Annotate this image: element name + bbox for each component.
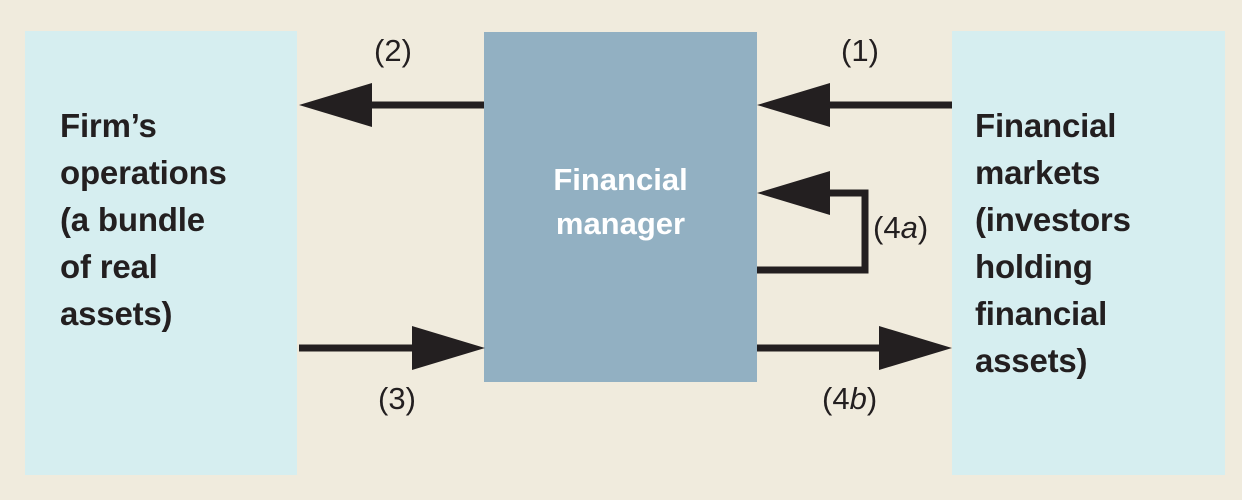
flow-arrow-1 — [757, 83, 952, 127]
flow-label-1-suffix: ) — [868, 33, 879, 68]
flow-label-3-suffix: ) — [405, 381, 416, 416]
flow-label-4b: (4b) — [822, 381, 877, 417]
flow-label-4b-suffix: ) — [866, 381, 878, 416]
flow-label-3: (3) — [378, 381, 416, 417]
flow-arrow-3 — [299, 326, 485, 370]
flow-label-1-prefix: (1 — [841, 33, 869, 68]
flow-label-4a-suffix: ) — [917, 210, 929, 245]
flow-label-4a-italic: a — [900, 210, 918, 245]
flow-label-2-suffix: ) — [401, 33, 412, 68]
financial-manager-box — [484, 32, 757, 382]
firms-operations-box — [25, 31, 297, 475]
flow-label-4a: (4a) — [873, 210, 928, 246]
flow-label-4b-prefix: (4 — [822, 381, 850, 416]
flow-arrow-2 — [299, 83, 484, 127]
flow-label-2-prefix: (2 — [374, 33, 402, 68]
financial-markets-label: Financial markets (investors holding fin… — [975, 107, 1131, 379]
firms-operations-label: Firm’s operations (a bundle of real asse… — [60, 107, 227, 332]
financial-markets-box — [952, 31, 1225, 475]
flow-label-1: (1) — [841, 33, 879, 69]
flow-arrow-4a — [757, 171, 869, 274]
flow-arrow-4b — [757, 326, 952, 370]
financial-manager-label: Financial manager — [553, 162, 688, 241]
flow-label-3-prefix: (3 — [378, 381, 406, 416]
flow-label-4a-prefix: (4 — [873, 210, 901, 245]
flow-label-4b-italic: b — [849, 381, 867, 416]
flow-label-2: (2) — [374, 33, 412, 69]
